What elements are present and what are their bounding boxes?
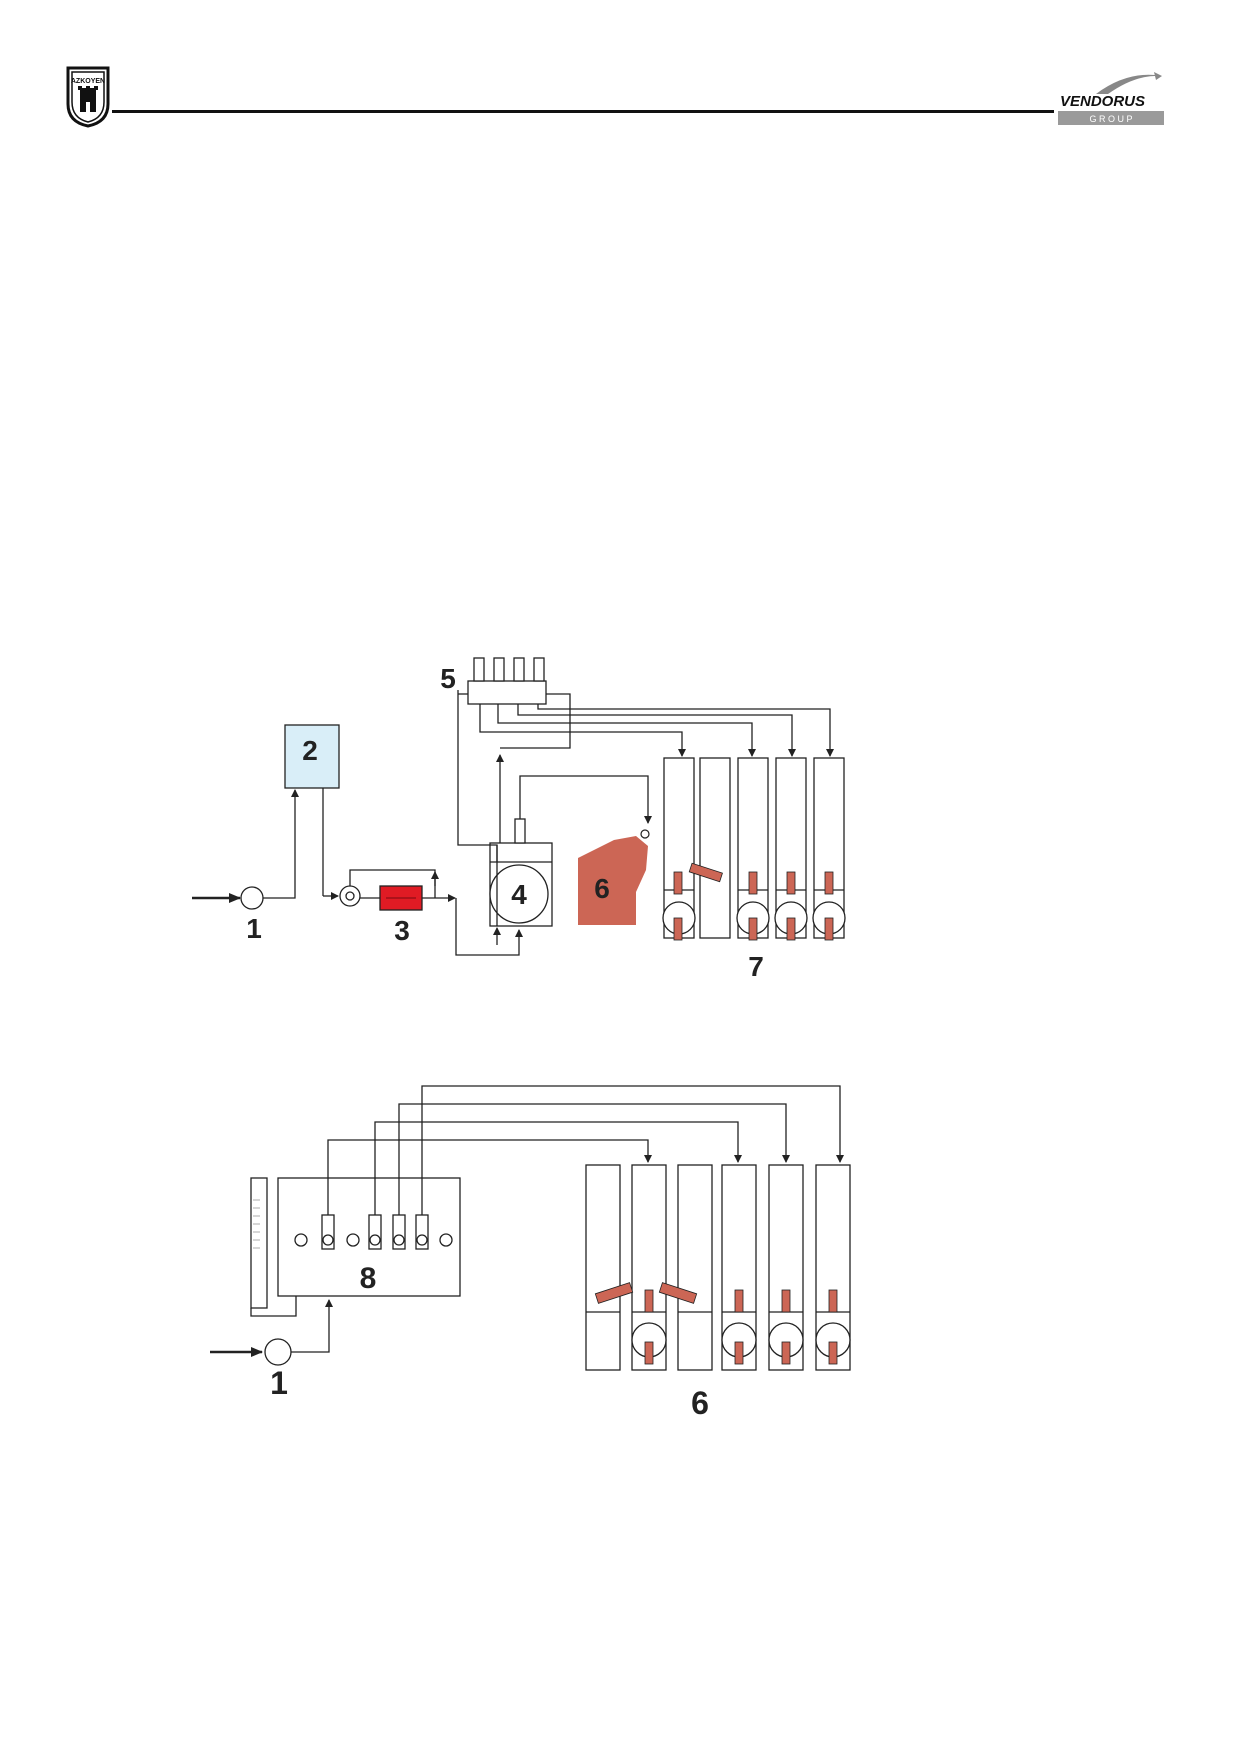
filter-valve-core <box>345 891 355 901</box>
line-to-canister-4 <box>517 704 796 757</box>
label-canisters-6: 6 <box>691 1385 709 1421</box>
canister-b6-outlet <box>828 1341 838 1365</box>
header-rule <box>112 110 1054 113</box>
manifold-5 <box>467 680 547 705</box>
label-hopper-6: 6 <box>594 873 610 904</box>
unit-port-1 <box>294 1233 308 1247</box>
label-tank-2: 2 <box>302 735 318 766</box>
manifold-valve-2 <box>493 657 505 682</box>
line-to-canister-1 <box>479 704 686 757</box>
canister-b3 <box>677 1164 713 1371</box>
canister-5-nozzle <box>824 871 834 895</box>
canister-5-outlet <box>824 917 834 941</box>
line-unit-to-canister-5 <box>398 1103 790 1215</box>
gauge-base <box>250 1296 297 1317</box>
canister-4-nozzle <box>786 871 796 895</box>
azkoyen-logo: AZKOYEN <box>66 66 110 128</box>
line-to-canister-3 <box>497 704 756 757</box>
canister-b5-outlet <box>781 1341 791 1365</box>
boiler-tank <box>489 864 549 924</box>
canister-3-outlet <box>748 917 758 941</box>
canister-b1-chute <box>594 1282 634 1304</box>
line-boiler-to-hopper <box>519 775 652 824</box>
level-gauge <box>250 1177 268 1309</box>
canister-2-chute <box>688 862 723 883</box>
label-heater-3: 3 <box>394 915 410 946</box>
vendorus-logo-text: VENDORUS <box>1060 93 1145 110</box>
manifold-return-line <box>500 693 571 749</box>
canister-3-nozzle <box>748 871 758 895</box>
line-pump-to-tank <box>263 789 299 899</box>
canister-1-nozzle <box>673 871 683 895</box>
canister-b3-chute <box>658 1282 698 1304</box>
canister-group-7 <box>662 757 846 941</box>
line-unit-to-canister-6 <box>421 1085 844 1215</box>
label-inlet-2: 1 <box>270 1365 288 1401</box>
label-unit-8: 8 <box>360 1262 377 1295</box>
azkoyen-logo-text: AZKOYEN <box>71 78 105 85</box>
canister-b4-nozzle <box>734 1289 744 1313</box>
hopper-nozzle <box>640 829 650 839</box>
manifold-valve-1 <box>473 657 485 682</box>
inlet-pump-1 <box>240 886 264 910</box>
tank-2 <box>284 724 340 789</box>
diagram-2: 1 8 <box>210 1085 851 1421</box>
hopper-6 <box>578 836 648 925</box>
inlet-pump-2 <box>264 1338 292 1366</box>
canister-b6-nozzle <box>828 1289 838 1313</box>
line-unit-to-canister-2 <box>327 1139 652 1215</box>
diagram-1: 1 2 3 4 <box>192 657 846 982</box>
line-manifold-to-boiler-left <box>457 690 498 926</box>
label-manifold-5: 5 <box>440 663 456 694</box>
boiler-outlet <box>514 818 526 844</box>
canister-b2-outlet <box>644 1341 654 1365</box>
canister-1-outlet <box>673 917 683 941</box>
line-unit-to-canister-4 <box>374 1121 742 1215</box>
label-boiler-4: 4 <box>511 879 527 910</box>
vendorus-logo: VENDORUS G R O U P <box>1058 72 1164 125</box>
manifold-valve-4 <box>533 657 545 682</box>
line-pump-to-unit <box>291 1299 333 1353</box>
label-inlet-1: 1 <box>246 913 262 944</box>
canister-4-outlet <box>786 917 796 941</box>
label-canisters-7: 7 <box>748 951 764 982</box>
gauge-ticks <box>253 1199 260 1249</box>
canister-b5-nozzle <box>781 1289 791 1313</box>
unit-port-3 <box>439 1233 453 1247</box>
canister-b2-nozzle <box>644 1289 654 1313</box>
vendorus-logo-subtext: G R O U P <box>1089 114 1132 124</box>
line-to-canister-5 <box>537 704 834 757</box>
canister-b4-outlet <box>734 1341 744 1365</box>
canister-group-6 <box>585 1164 851 1371</box>
unit-port-2 <box>346 1233 360 1247</box>
heater-bypass <box>349 869 436 886</box>
manifold-valve-3 <box>513 657 525 682</box>
canister-b1 <box>585 1164 621 1371</box>
line-heater-to-boiler <box>455 898 523 956</box>
canister-2 <box>699 757 731 939</box>
